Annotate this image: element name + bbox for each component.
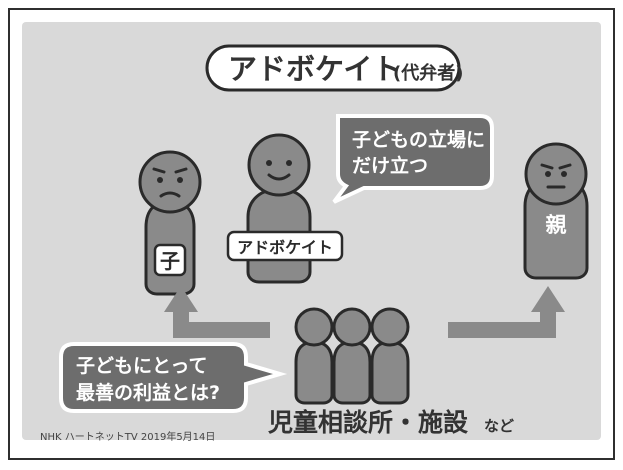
source-caption: NHK ハートネットTV 2019年5月14日 xyxy=(40,430,215,443)
child-head xyxy=(138,150,202,214)
arrow-to-child-shaft xyxy=(173,309,270,338)
slide-frame: アドボケイト (代弁者) 子 アドボケイト 子どもの立場に xyxy=(8,8,615,460)
advocate-bubble-shape xyxy=(332,114,494,204)
institution-main-label: 児童相談所・施設 xyxy=(268,408,469,437)
institution-person-3 xyxy=(370,307,410,405)
title-main: アドボケイト xyxy=(228,52,401,86)
title-banner: アドボケイト (代弁者) xyxy=(205,44,463,92)
advocate-figure: アドボケイト xyxy=(226,133,344,284)
arrow-to-parent-head xyxy=(531,286,565,312)
parent-eye-left xyxy=(545,171,551,177)
best-interest-line-1: 子どもにとって xyxy=(76,355,207,377)
arrow-to-child xyxy=(164,286,270,338)
child-label: 子 xyxy=(160,249,180,273)
advocate-eye-left xyxy=(266,160,272,166)
arrow-to-parent xyxy=(448,286,565,338)
parent-figure: 親 xyxy=(523,142,589,280)
best-interest-speech-bubble: 子どもにとって 最善の利益とは? xyxy=(59,342,288,413)
advocate-head xyxy=(247,133,311,197)
parent-label: 親 xyxy=(546,213,567,237)
child-mouth xyxy=(159,191,181,198)
institution-label: 児童相談所・施設 など xyxy=(268,408,514,437)
child-eye-left xyxy=(157,177,163,183)
institution-suffix-label: など xyxy=(484,417,514,435)
institution-figures xyxy=(294,307,410,405)
best-interest-bubble-shape xyxy=(59,342,288,413)
advocate-mouth xyxy=(267,173,291,181)
advocate-diagram: アドボケイト (代弁者) 子 アドボケイト 子どもの立場に xyxy=(22,22,601,443)
child-eye-right xyxy=(177,177,183,183)
advocate-bubble-line-1: 子どもの立場に xyxy=(352,128,485,151)
child-brows xyxy=(152,167,188,174)
arrow-to-child-head xyxy=(164,286,198,312)
advocate-speech-bubble: 子どもの立場に だけ立つ xyxy=(332,114,494,204)
arrow-to-parent-shaft xyxy=(448,310,556,338)
title-pill xyxy=(205,44,461,92)
best-interest-line-2: 最善の利益とは? xyxy=(76,381,220,404)
institution-person-2 xyxy=(332,307,372,405)
parent-brows xyxy=(540,163,572,170)
child-figure: 子 xyxy=(138,150,202,296)
title-sub: (代弁者) xyxy=(393,62,463,84)
child-label-box xyxy=(153,243,187,277)
advocate-eye-right xyxy=(286,160,292,166)
advocate-label-box xyxy=(226,230,344,262)
institution-person-1 xyxy=(294,307,334,405)
parent-eye-right xyxy=(561,171,567,177)
parent-head xyxy=(524,142,588,206)
advocate-bubble-line-2: だけ立つ xyxy=(352,154,428,177)
advocate-label: アドボケイト xyxy=(237,238,333,257)
